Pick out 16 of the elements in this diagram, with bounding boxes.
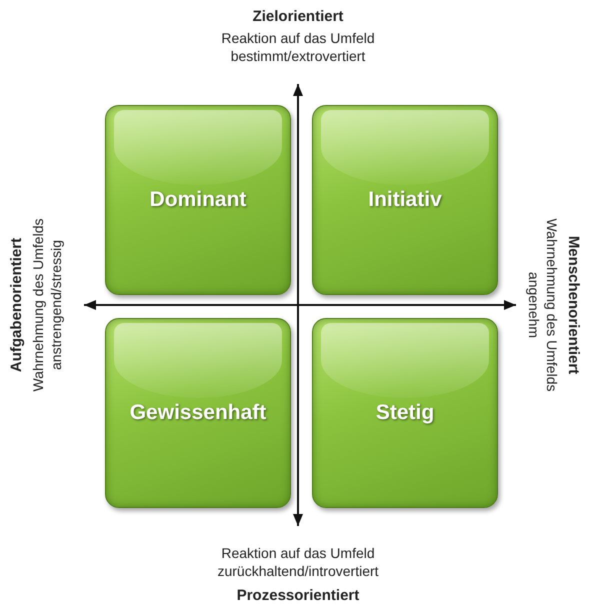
- axis-pole-title: Prozessorientiert: [236, 587, 360, 605]
- axis-pole-description: Reaktion auf das Umfeld zurückhaltend/introvertiert: [216, 544, 380, 580]
- axis-pole-title: Zielorientiert: [252, 8, 344, 26]
- quadrant-label: Gewissenhaft: [130, 401, 266, 425]
- quadrant-label: Initiativ: [368, 188, 442, 212]
- axis-pole-description: Wahrnehmung des Umfelds anstrengend/stressig: [29, 218, 65, 394]
- axis-pole-description: Reaktion auf das Umfeld bestimmt/extrovertiert: [220, 29, 376, 65]
- axis-pole-title: Menschenorientiert: [564, 234, 582, 376]
- quadrant-box: [312, 318, 498, 508]
- axis-pole-title: Aufgabenorientiert: [8, 236, 26, 374]
- quadrant-box: [105, 105, 291, 295]
- quadrant-box: [312, 105, 498, 295]
- quadrant-label: Stetig: [376, 401, 434, 425]
- quadrant-box: [105, 318, 291, 508]
- axis-pole-description: Wahrnehmung des Umfelds angenehm: [525, 217, 561, 394]
- quadrant-label: Dominant: [150, 188, 246, 212]
